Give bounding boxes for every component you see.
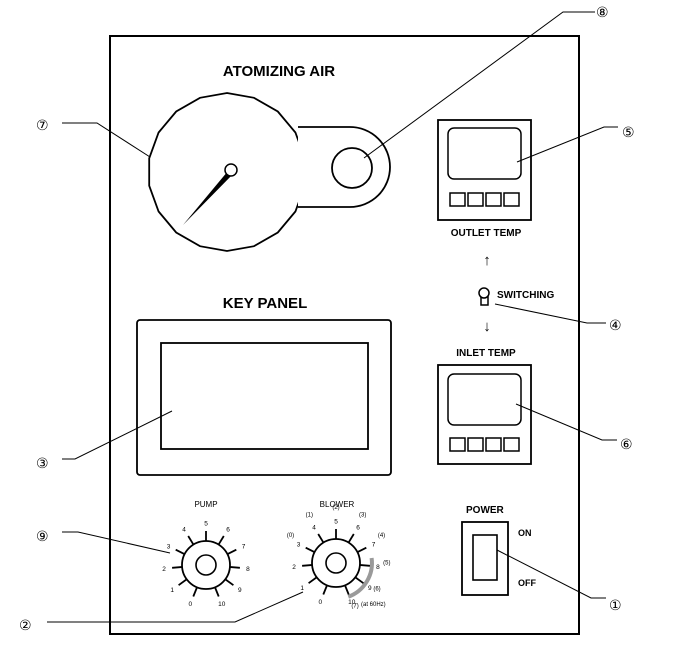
- pump-dial: 0 1 2 3 4 5 6 7 8 9 10: [162, 520, 250, 608]
- callout-6: ⑥: [620, 437, 633, 453]
- pump-scale-label: 3: [167, 543, 171, 550]
- outlet-temp-key: [485, 192, 502, 207]
- outlet-temp-controller: [437, 119, 532, 221]
- pump-scale-label: 6: [226, 527, 230, 534]
- atomizing-air-regulator: [298, 126, 391, 208]
- arrow-down-icon: ↓: [483, 318, 491, 335]
- blower-scale-label: 0: [318, 599, 322, 606]
- blower-50hz-label: (0): [287, 533, 294, 539]
- pump-scale-label: 9: [238, 587, 242, 594]
- blower-50hz-label: (3): [359, 513, 366, 519]
- inlet-temp-key: [503, 437, 520, 452]
- blower-50hz-label: (7): [351, 603, 358, 609]
- arrow-up-icon: ↑: [483, 252, 491, 269]
- key-panel-title: KEY PANEL: [223, 295, 307, 312]
- pump-knob: [195, 554, 217, 576]
- blower-dial: 0 1 2 3 4 5 6 7 8 9 10 (0) (1) (2) (3) (4) (5) (6) (7): [287, 505, 391, 609]
- callout-3: ③: [36, 456, 49, 472]
- atomizing-air-title: ATOMIZING AIR: [223, 63, 335, 80]
- inlet-temp-controller: [437, 364, 532, 465]
- blower-scale-label: 2: [292, 564, 296, 571]
- gauge-needle-pivot: [224, 163, 238, 177]
- gauge-needle: [183, 171, 235, 225]
- leader-line-3: [62, 410, 173, 460]
- outlet-temp-label: OUTLET TEMP: [451, 228, 522, 239]
- pump-scale-label: 1: [170, 587, 174, 594]
- blower-scale-label: 1: [300, 585, 304, 592]
- blower-knob: [325, 552, 347, 574]
- outlet-temp-key: [467, 192, 484, 207]
- blower-scale-label: 9: [368, 585, 372, 592]
- power-switch: [461, 521, 509, 596]
- blower-scale-label: 8: [376, 564, 380, 571]
- pump-scale-labels: 0 1 2 3 4 5 6 7 8 9 10: [162, 520, 250, 608]
- key-panel: [136, 319, 392, 476]
- power-on-label: ON: [518, 528, 532, 538]
- switching-toggle: [478, 287, 490, 306]
- switching-label: SWITCHING: [497, 290, 554, 301]
- leader-line-5: [516, 126, 618, 163]
- blower-label: BLOWER: [320, 500, 355, 509]
- regulator-knob: [331, 147, 373, 189]
- power-off-label: OFF: [518, 578, 536, 588]
- inlet-temp-display: [447, 373, 522, 426]
- leader-line-4: [494, 303, 606, 324]
- blower-50hz-label: (6): [373, 586, 380, 592]
- pump-scale-label: 7: [242, 543, 246, 550]
- key-panel-screen: [160, 342, 369, 450]
- power-rocker: [472, 534, 498, 581]
- blower-50hz-label: (4): [378, 533, 385, 539]
- inlet-temp-key: [467, 437, 484, 452]
- pump-scale-label: 8: [246, 566, 250, 573]
- leader-line-2: [47, 591, 304, 623]
- callout-2: ②: [19, 618, 32, 634]
- atomizing-air-gauge: [148, 92, 306, 252]
- leader-line-6: [515, 403, 617, 441]
- outlet-temp-display: [447, 127, 522, 180]
- outlet-temp-key: [503, 192, 520, 207]
- blower-range-arc: [347, 557, 374, 599]
- blower-scale-labels: 0 1 2 3 4 5 6 7 8 9 10 (0) (1) (2) (3) (4) (5) (6) (7): [287, 505, 391, 609]
- leader-line-9: [62, 531, 171, 554]
- blower-scale-label: 7: [372, 541, 376, 548]
- blower-50hz-label: (1): [306, 513, 313, 519]
- power-label: POWER: [466, 505, 505, 516]
- blower-scale-label: 10: [348, 599, 356, 606]
- blower-scale-label: 5: [334, 518, 338, 525]
- inlet-temp-key: [485, 437, 502, 452]
- outlet-temp-key: [449, 192, 466, 207]
- blower-50hz-label: (5): [383, 560, 390, 566]
- inlet-temp-key: [449, 437, 466, 452]
- callout-4: ④: [609, 318, 622, 334]
- callout-5: ⑤: [622, 125, 635, 141]
- pump-scale-label: 0: [188, 601, 192, 608]
- pump-scale-label: 4: [182, 527, 186, 534]
- blower-50hz-label: (2): [332, 505, 339, 511]
- blower-scale-label: 4: [312, 525, 316, 532]
- pump-scale-label: 2: [162, 566, 166, 573]
- leader-line-1: [496, 549, 606, 599]
- pump-scale-label: 10: [218, 601, 226, 608]
- callout-9: ⑨: [36, 529, 49, 545]
- toggle-switch-icon: [478, 287, 490, 299]
- leader-lines: [47, 11, 618, 623]
- leader-line-7: [62, 122, 151, 158]
- callout-7: ⑦: [36, 118, 49, 134]
- pump-scale-label: 5: [204, 520, 208, 527]
- blower-scale-label: 3: [297, 541, 301, 548]
- blower-60hz-label: (at 60Hz): [361, 602, 386, 608]
- inlet-temp-label: INLET TEMP: [456, 348, 516, 359]
- callout-8: ⑧: [596, 5, 609, 21]
- callout-1: ①: [609, 598, 622, 614]
- pump-label: PUMP: [194, 500, 217, 509]
- blower-scale-label: 6: [356, 525, 360, 532]
- leader-line-8: [363, 11, 595, 159]
